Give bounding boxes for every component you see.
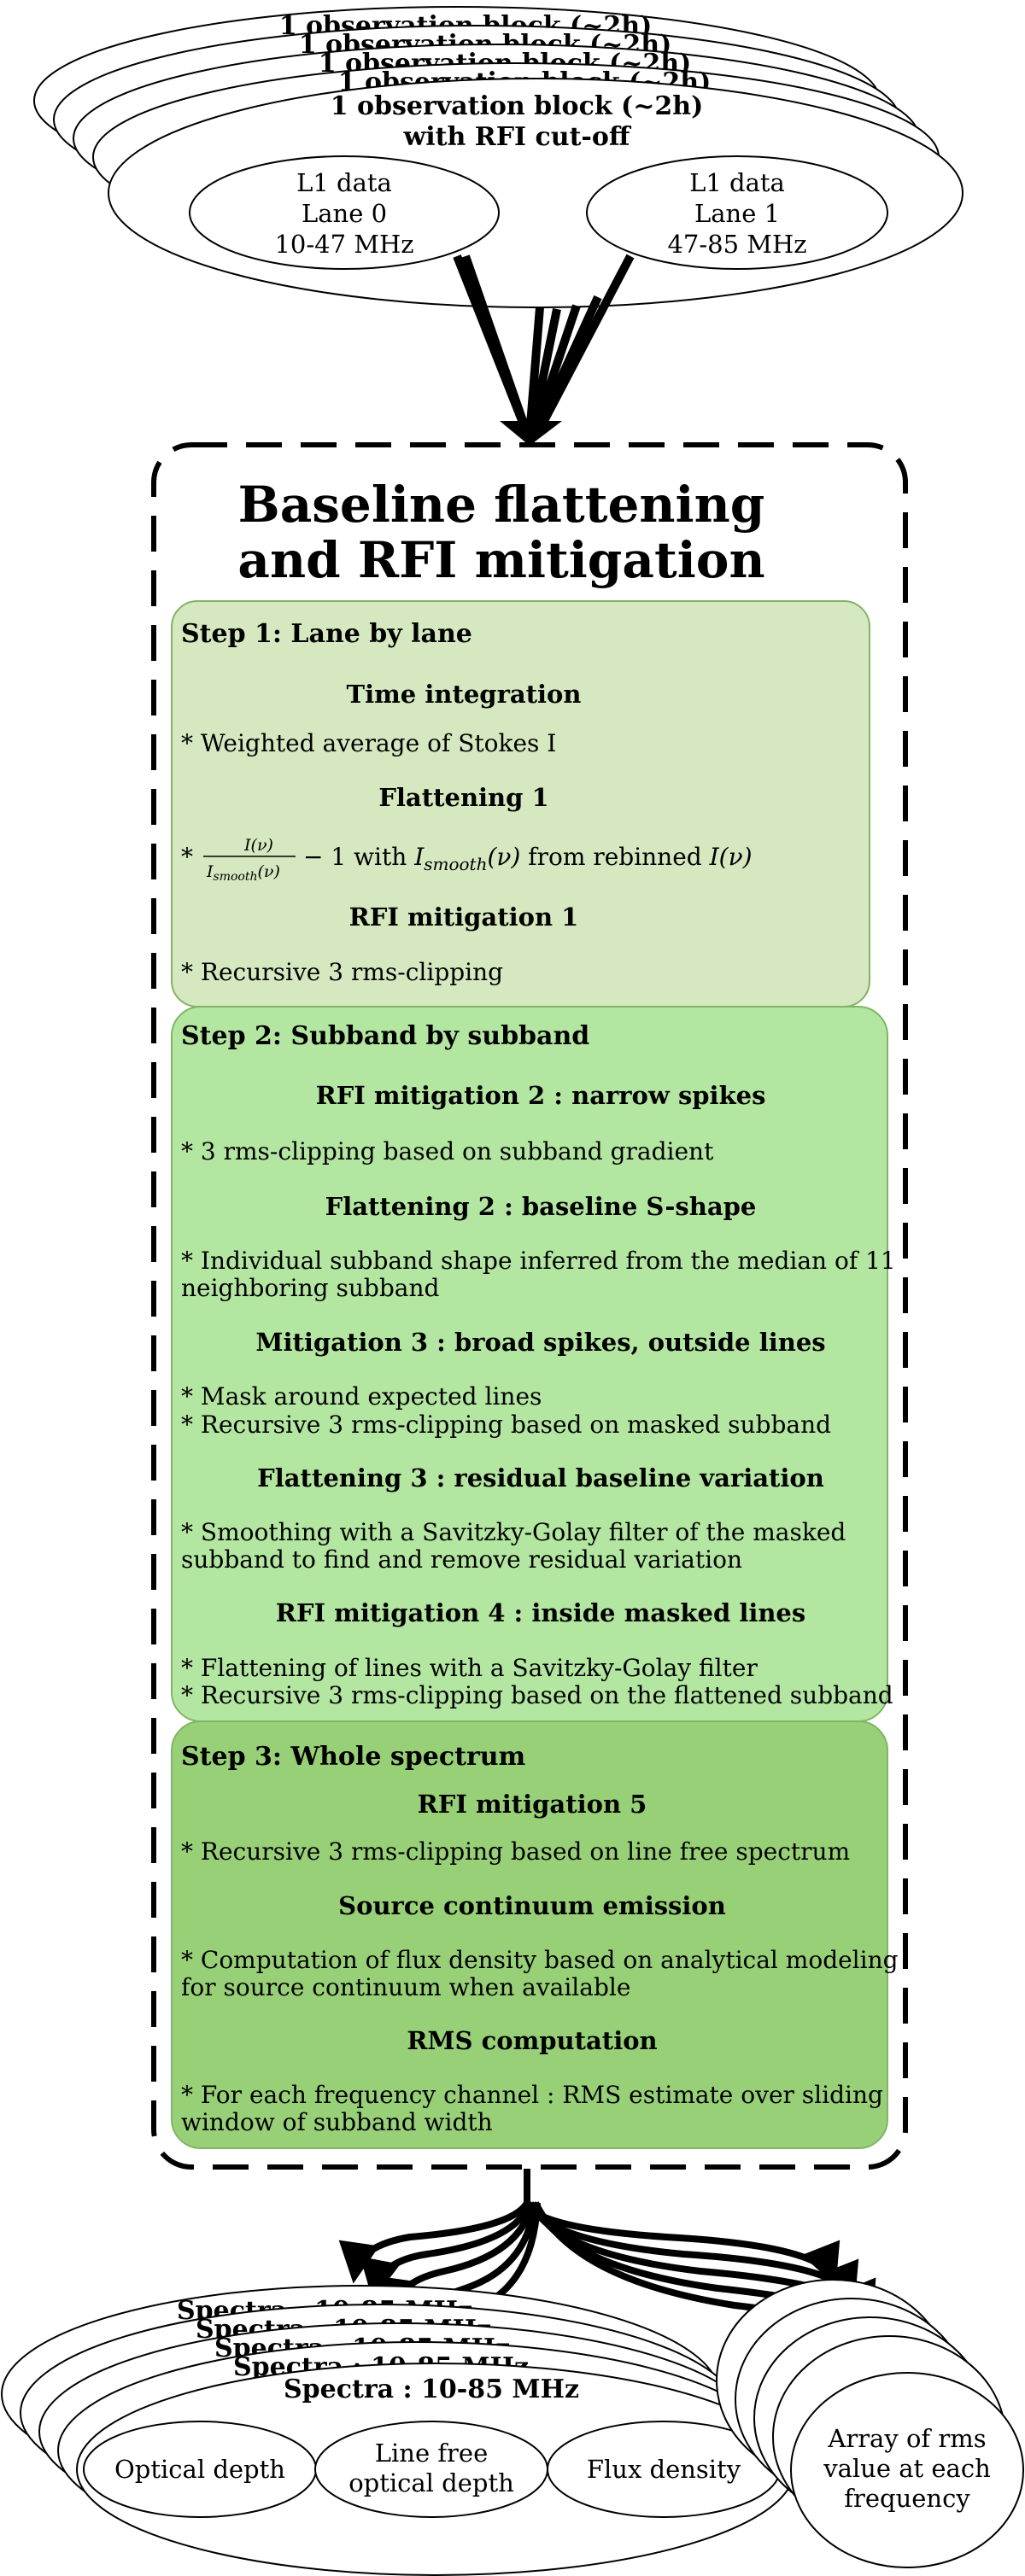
lane1-line1: L1 data bbox=[689, 168, 785, 197]
step1-title: Step 1: Lane by lane bbox=[181, 619, 472, 649]
step2-mit3-line2: * Recursive 3 rms-clipping based on mask… bbox=[181, 1411, 831, 1439]
step2-mit3-line1: * Mask around expected lines bbox=[181, 1382, 542, 1411]
step1-time-integration-head: Time integration bbox=[347, 680, 582, 709]
step2-flat3-head: Flattening 3 : residual baseline variati… bbox=[257, 1463, 824, 1492]
step3-panel: Step 3: Whole spectrum RFI mitigation 5 … bbox=[171, 1720, 899, 2149]
step1-time-integration-line: * Weighted average of Stokes I bbox=[181, 729, 556, 757]
top-arrowhead bbox=[500, 421, 562, 446]
step2-rfi4-line2: * Recursive 3 rms-clipping based on the … bbox=[181, 1681, 893, 1709]
rms-label-1: Array of rms bbox=[827, 2424, 986, 2453]
step2-flat2-line2: neighboring subband bbox=[181, 1274, 439, 1302]
line-free-label-1: Line free bbox=[375, 2439, 489, 2468]
connector-lane0-b bbox=[461, 254, 532, 437]
step2-flat2-line1: * Individual subband shape inferred from… bbox=[181, 1247, 896, 1275]
observation-block-stack: 1 observation block (~2h) 1 observation … bbox=[33, 6, 964, 308]
line-free-label-2: optical depth bbox=[348, 2468, 514, 2497]
step3-continuum-line1: * Computation of flux density based on a… bbox=[181, 1946, 899, 1974]
step1-panel: Step 1: Lane by lane Time integration * … bbox=[171, 600, 870, 1008]
arrow-spectra-2 bbox=[360, 2201, 533, 2301]
step2-flat3-line1: * Smoothing with a Savitzky-Golay filter… bbox=[181, 1518, 846, 1546]
connector-lane1 bbox=[532, 254, 635, 438]
step3-rms-head: RMS computation bbox=[407, 2026, 657, 2055]
step3-continuum-line2: for source continuum when available bbox=[181, 1973, 630, 2001]
step3-rms-line1: * For each frequency channel : RMS estim… bbox=[181, 2081, 883, 2109]
step3-box bbox=[171, 1720, 888, 2149]
spectra-title: Spectra : 10-85 MHz bbox=[284, 2374, 579, 2404]
formula-denominator: Ismooth(ν) bbox=[206, 862, 280, 884]
obs-block-title-line1: 1 observation block (~2h) bbox=[331, 91, 704, 121]
lane1-line3: 47-85 MHz bbox=[667, 230, 806, 259]
rms-label-2: value at each bbox=[823, 2454, 991, 2483]
step2-rfi4-line1: * Flattening of lines with a Savitzky-Go… bbox=[181, 1654, 758, 1682]
step2-rfi2-head: RFI mitigation 2 : narrow spikes bbox=[316, 1081, 766, 1110]
lane0-ellipse bbox=[189, 155, 500, 270]
step3-rms-line2: window of subband width bbox=[181, 2108, 493, 2136]
step3-continuum-head: Source continuum emission bbox=[338, 1891, 726, 1920]
step2-flat2-head: Flattening 2 : baseline S-shape bbox=[325, 1192, 757, 1221]
lane1-line2: Lane 1 bbox=[694, 199, 780, 228]
lane0-line2: Lane 0 bbox=[302, 199, 387, 228]
main-title-line1: Baseline flattening bbox=[238, 476, 765, 534]
rms-label-3: frequency bbox=[844, 2484, 970, 2513]
formula-numerator: I(ν) bbox=[243, 836, 273, 855]
flux-density-label: Flux density bbox=[587, 2455, 741, 2484]
connector-block-b bbox=[527, 308, 561, 436]
step2-title: Step 2: Subband by subband bbox=[181, 1021, 589, 1051]
formula-rest: − 1 with Ismooth(ν) from rebinned I(ν) bbox=[303, 843, 753, 874]
rms-ellipse-front bbox=[790, 2372, 1024, 2568]
step2-panel: Step 2: Subband by subband RFI mitigatio… bbox=[171, 1006, 896, 1722]
step1-flattening1-formula: * I(ν) Ismooth(ν) − 1 with Ismooth(ν) fr… bbox=[181, 836, 753, 884]
step2-rfi4-head: RFI mitigation 4 : inside masked lines bbox=[276, 1598, 805, 1627]
step1-rfi1-head: RFI mitigation 1 bbox=[349, 902, 579, 932]
obs-block-title-line2: with RFI cut-off bbox=[402, 122, 631, 152]
rms-array-stack: Array of rms value at each frequency bbox=[716, 2279, 1024, 2568]
optical-depth-label: Optical depth bbox=[114, 2455, 285, 2484]
step1-flattening1-head: Flattening 1 bbox=[378, 783, 548, 812]
main-dashed-container bbox=[151, 442, 908, 2170]
step3-rfi5-head: RFI mitigation 5 bbox=[418, 1790, 647, 1819]
main-title-line2: and RFI mitigation bbox=[237, 531, 764, 589]
top-connectors bbox=[453, 254, 635, 438]
formula-star: * bbox=[181, 843, 193, 871]
arrow-spectra-1 bbox=[338, 2169, 530, 2284]
lane0-line3: 10-47 MHz bbox=[274, 230, 413, 259]
spectra-stack: Spectra : 10-85 MHz Spectra : 10-85 MHz … bbox=[1, 2285, 795, 2576]
step3-rfi5-line1: * Recursive 3 rms-clipping based on line… bbox=[181, 1837, 850, 1866]
step2-mit3-head: Mitigation 3 : broad spikes, outside lin… bbox=[255, 1328, 825, 1357]
step2-flat3-line2: subband to find and remove residual vari… bbox=[181, 1545, 742, 1574]
lane0-line1: L1 data bbox=[296, 168, 392, 197]
step1-rfi1-line: * Recursive 3 rms-clipping bbox=[181, 958, 503, 986]
step3-title: Step 3: Whole spectrum bbox=[181, 1742, 526, 1772]
step2-rfi2-line1: * 3 rms-clipping based on subband gradie… bbox=[181, 1137, 714, 1165]
lane1-ellipse bbox=[586, 155, 888, 270]
